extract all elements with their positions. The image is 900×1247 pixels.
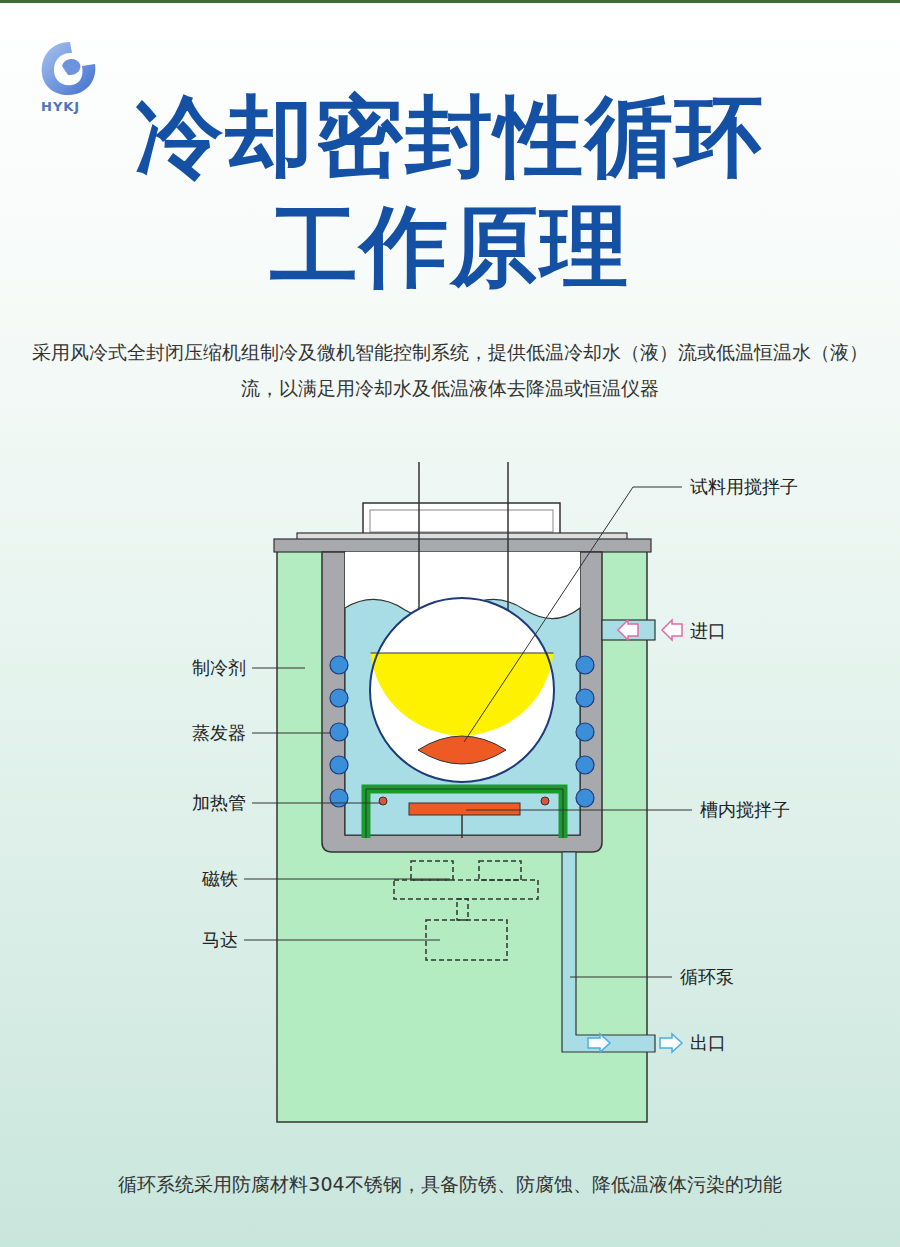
evaporator-coil	[576, 756, 594, 774]
leader-line	[252, 668, 305, 669]
stirrer-rods	[507, 462, 509, 612]
inlet-pipe	[618, 620, 638, 640]
pump-outlet-pipe	[588, 1034, 610, 1052]
sample-flask	[418, 736, 506, 764]
magnet	[394, 880, 538, 899]
leader-line	[252, 803, 381, 804]
evaporator-coil	[330, 656, 594, 807]
evaporator-coil	[576, 723, 594, 741]
magnet	[394, 861, 538, 899]
part-label: 磁铁	[202, 868, 238, 890]
heater-frame	[366, 789, 563, 838]
motor	[426, 899, 507, 960]
stirrer-rods	[418, 462, 420, 612]
logo-text: HYKJ	[41, 99, 80, 114]
part-label: 出口	[690, 1032, 726, 1054]
heater-frame	[379, 797, 387, 805]
stirrer-rods	[419, 462, 508, 612]
evaporator-coil	[576, 789, 594, 807]
lid	[370, 510, 553, 532]
inlet-pipe	[602, 620, 682, 640]
sample-flask	[370, 598, 554, 782]
heater-frame	[366, 789, 563, 838]
inlet-pipe	[602, 620, 655, 640]
description: 采用风冷式全封闭压缩机组制冷及微机智能控制系统，提供低温冷却水（液）流或低温恒温…	[30, 334, 870, 406]
part-label: 加热管	[192, 792, 246, 814]
top-band	[0, 0, 900, 3]
leader-line	[252, 733, 331, 734]
evaporator-coil	[330, 789, 348, 807]
sample-flask	[371, 653, 554, 654]
leader-line	[244, 879, 450, 880]
leader-line	[464, 487, 682, 742]
pump-outlet-pipe	[660, 1034, 682, 1052]
magnet	[411, 861, 453, 880]
top-band	[0, 0, 900, 3]
evaporator-coil	[576, 689, 594, 707]
sample-flask	[370, 598, 554, 782]
heater-frame	[366, 789, 563, 838]
sample-flask	[370, 598, 554, 782]
leader-line	[244, 487, 692, 977]
pump-outlet-pipe	[562, 852, 655, 1052]
pump-outlet-pipe	[562, 852, 682, 1052]
evaporator-coil	[330, 723, 348, 741]
part-label: 马达	[202, 929, 238, 951]
inlet-pipe	[662, 620, 682, 640]
part-label: 制冷剂	[192, 657, 246, 679]
bath-stirrer	[409, 803, 520, 838]
logo-icon	[62, 59, 80, 75]
page-title: 冷却密封性循环工作原理	[115, 82, 785, 302]
evaporator-coil	[576, 656, 594, 674]
leader-line	[244, 940, 440, 941]
logo-icon	[42, 42, 96, 95]
bath-stirrer	[461, 815, 463, 838]
caption: 循环系统采用防腐材料304不锈钢，具备防锈、防腐蚀、降低温液体污染的功能	[20, 1170, 880, 1198]
part-label: 循环泵	[680, 966, 734, 988]
motor	[457, 899, 468, 920]
part-label: 进口	[690, 620, 726, 642]
evaporator-coil	[330, 656, 348, 674]
bath-stirrer	[409, 803, 520, 815]
part-label: 试料用搅拌子	[690, 476, 798, 498]
evaporator-coil	[330, 689, 348, 707]
leader-line	[466, 810, 692, 811]
lid	[363, 503, 560, 535]
heater-frame	[541, 797, 549, 805]
logo-icon	[42, 42, 96, 95]
part-label: 槽内搅拌子	[700, 799, 790, 821]
evaporator-coil	[330, 756, 348, 774]
magnet	[479, 861, 521, 880]
leader-line	[570, 977, 672, 978]
sample-flask	[371, 653, 554, 735]
part-label: 蒸发器	[192, 722, 246, 744]
